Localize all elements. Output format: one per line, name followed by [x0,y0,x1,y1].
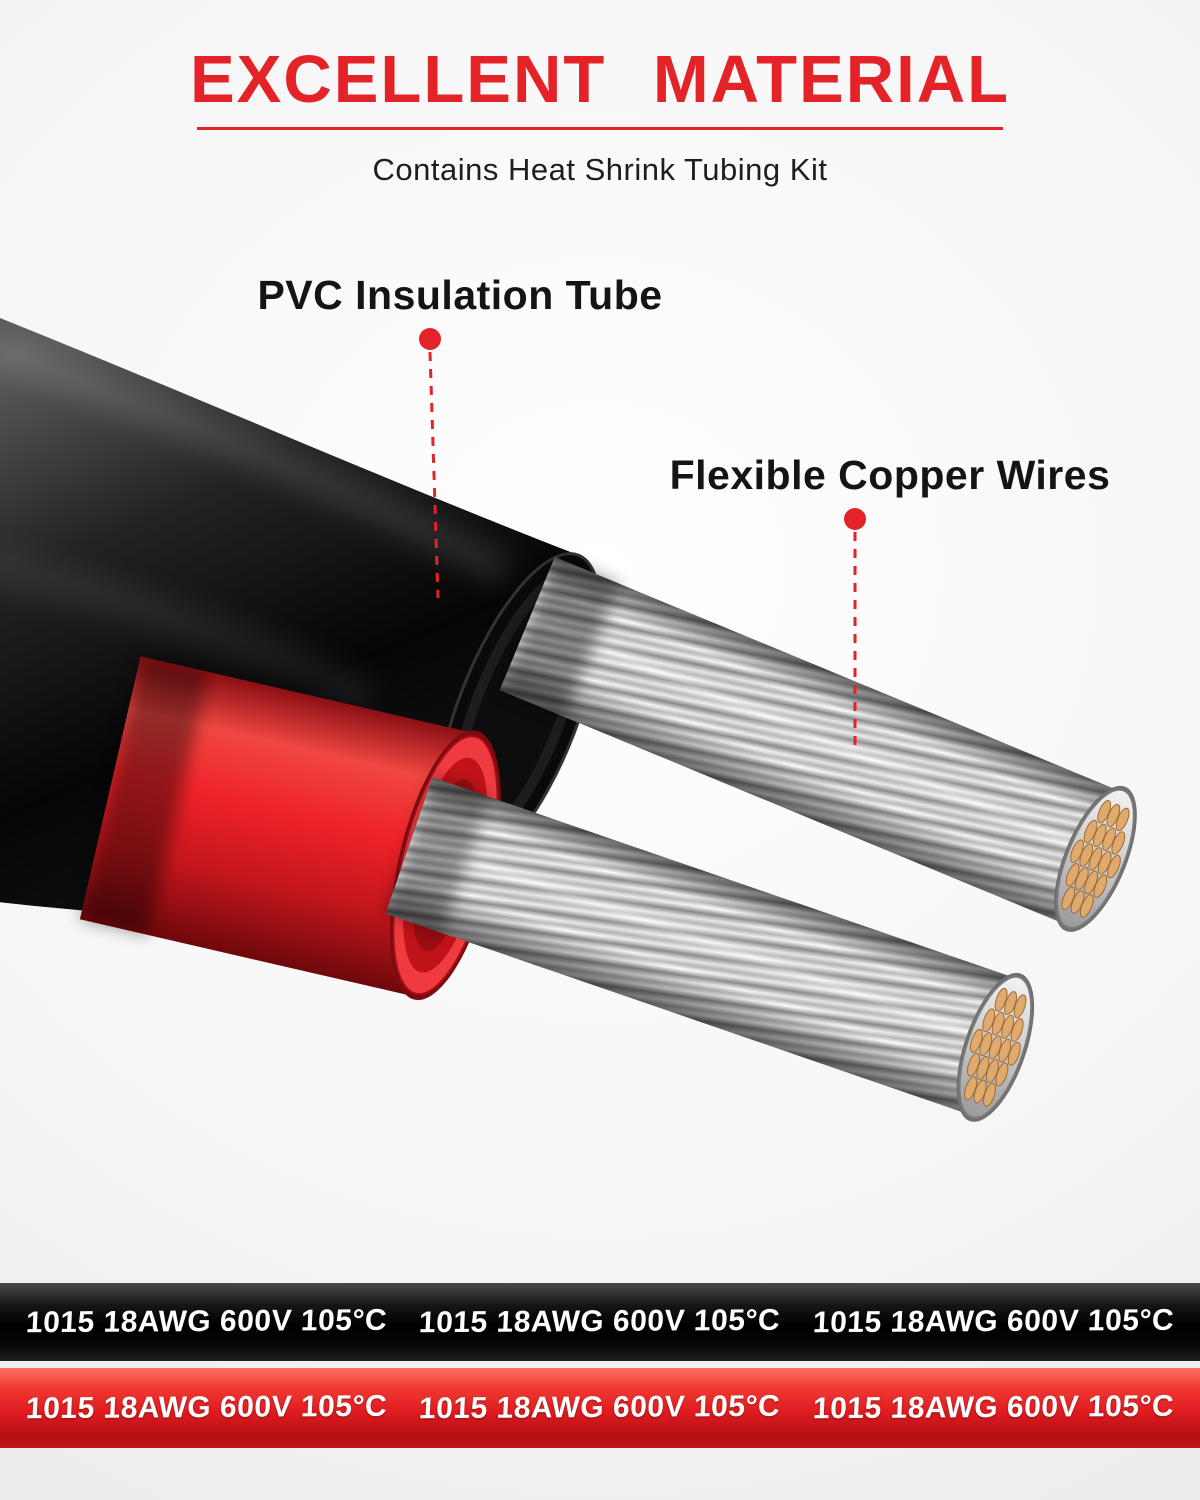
red-cable-print: 1015 18AWG 600V 105°C 1015 18AWG 600V 10… [0,1368,1200,1448]
cable-print-section: 1015 18AWG 600V 105°C 1015 18AWG 600V 10… [0,1283,1200,1448]
copper-wires-label: Flexible Copper Wires [669,452,1111,498]
pvc-leader-line [428,351,440,599]
headline-underline [197,127,1003,130]
headline: EXCELLENT MATERIAL [189,42,1011,117]
cable-print-text: 1015 18AWG 600V 105°C [25,1389,388,1426]
pvc-leader [419,328,441,599]
header: EXCELLENT MATERIAL Contains Heat Shrink … [0,0,1200,188]
subheadline: Contains Heat Shrink Tubing Kit [372,152,828,187]
callout-copper-wires: Flexible Copper Wires [600,452,1180,499]
pvc-insulation-label: PVC Insulation Tube [257,272,663,318]
cable-print-text: 1015 18AWG 600V 105°C [418,1303,782,1340]
black-cable-print: 1015 18AWG 600V 105°C 1015 18AWG 600V 10… [0,1283,1200,1361]
cable-print-text: 1015 18AWG 600V 105°C [25,1303,388,1340]
pvc-leader-dot [419,328,441,350]
cable-print-text: 1015 18AWG 600V 105°C [812,1389,1175,1426]
cable-print-text: 1015 18AWG 600V 105°C [812,1303,1175,1340]
copper-leader [844,508,866,752]
upper-copper-wire [499,557,1142,932]
callout-pvc-insulation: PVC Insulation Tube [170,272,750,319]
copper-leader-dot [844,508,866,530]
cable-print-text: 1015 18AWG 600V 105°C [418,1389,782,1426]
lower-copper-wire [385,777,1039,1122]
